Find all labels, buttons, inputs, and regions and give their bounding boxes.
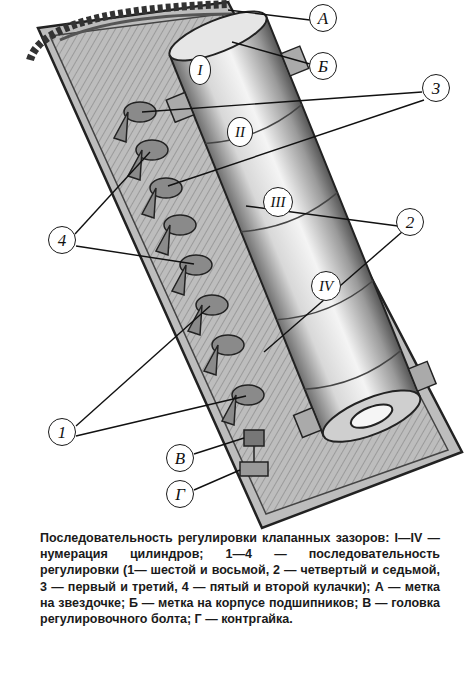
callout-number: IV [319, 279, 333, 294]
callout-circle: II [227, 117, 253, 147]
callout-number: 3 [432, 80, 441, 97]
callout-circle: I [189, 55, 211, 85]
callout-number: А [318, 10, 328, 27]
callout-circle: Б [309, 52, 337, 80]
callout-number: 4 [58, 232, 67, 249]
callout-number: 1 [58, 424, 67, 441]
callout-number: Г [175, 486, 185, 503]
callout-number: Б [318, 58, 328, 75]
callout-circle: 3 [422, 74, 450, 102]
callout-number: I [198, 63, 203, 78]
callout-number: 2 [406, 214, 415, 231]
callout-circle: 2 [396, 208, 424, 236]
callout-circle: В [166, 444, 194, 472]
callout-number: II [235, 125, 245, 140]
caption-text: Последовательность регулировки клапанных… [40, 530, 440, 627]
callout-circle: III [263, 187, 293, 217]
callout-circle: IV [311, 271, 341, 301]
callout-circle: Г [166, 480, 194, 508]
callout-circle: 4 [48, 226, 76, 254]
callout-circle: 1 [48, 418, 76, 446]
callout-number: III [271, 195, 286, 210]
callout-circle: А [309, 4, 337, 32]
callout-number: В [175, 450, 185, 467]
